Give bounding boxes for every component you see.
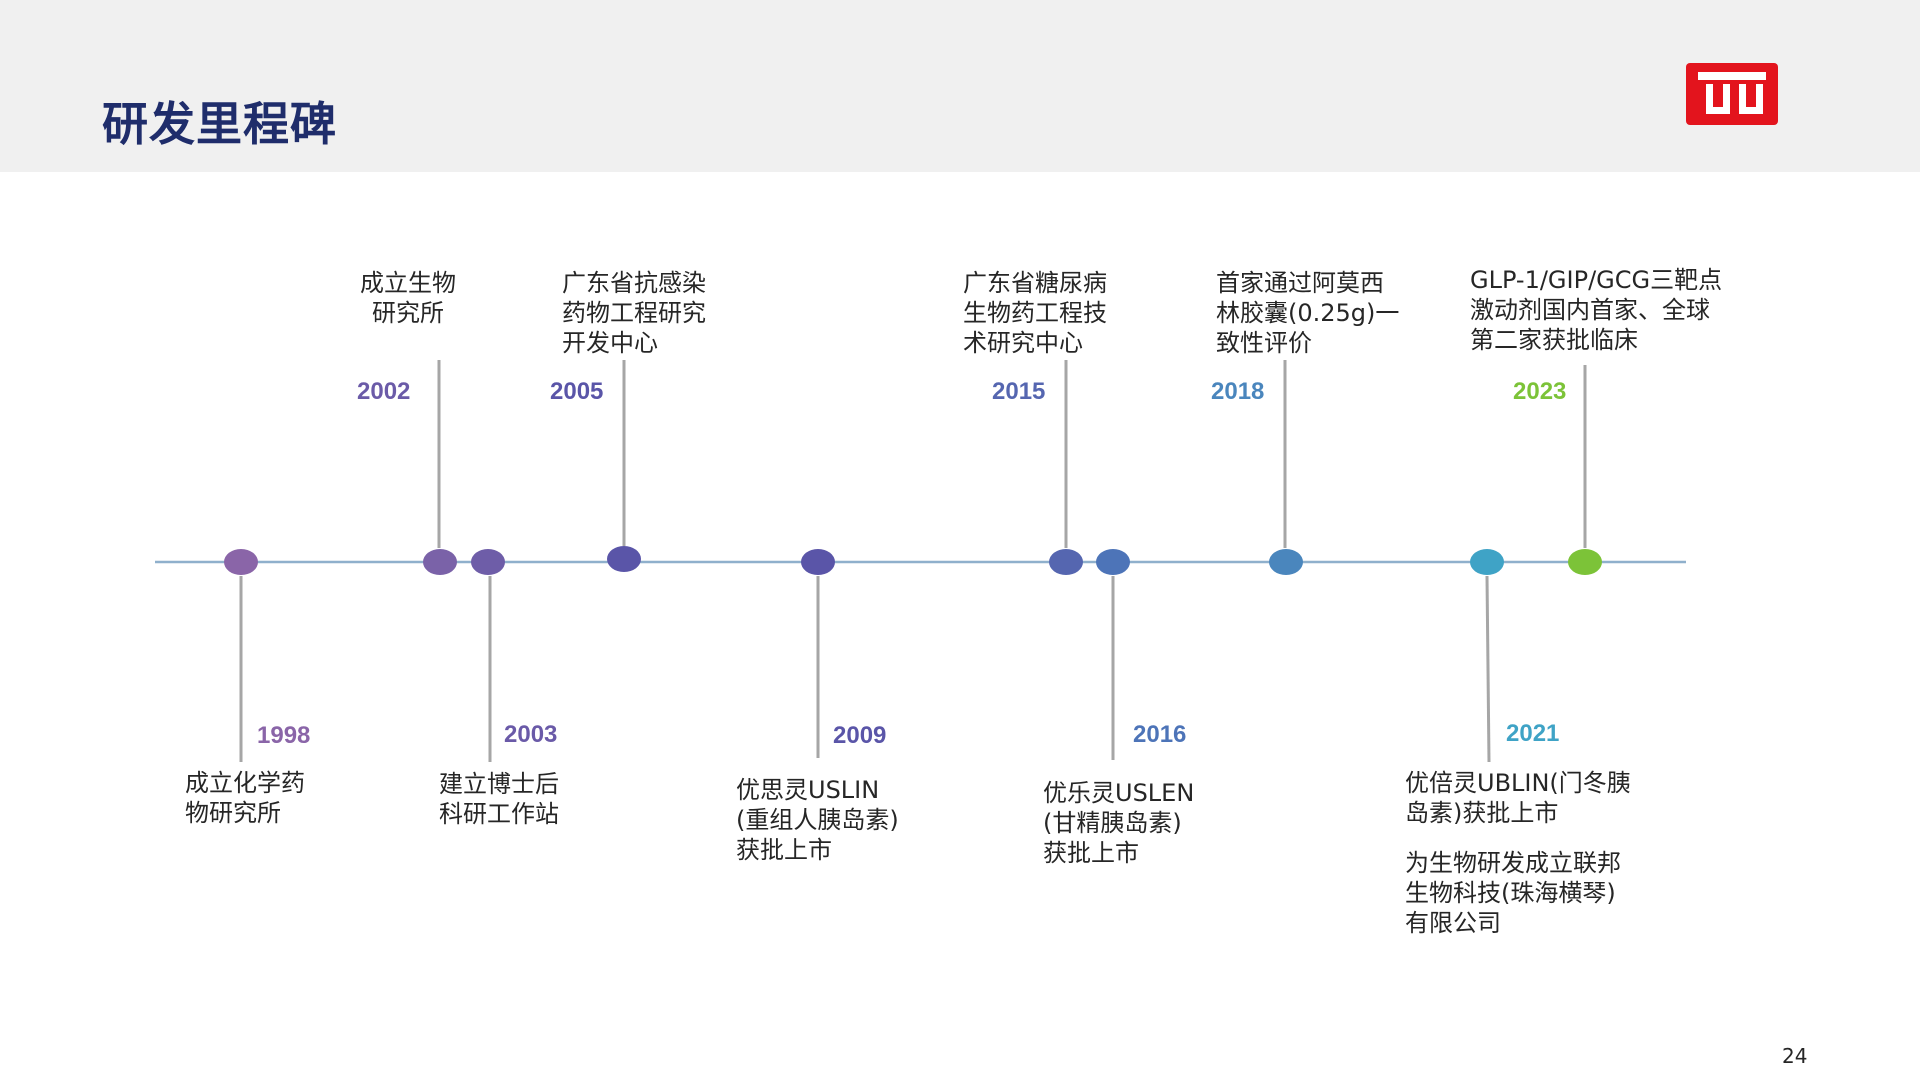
milestone-2009-text: 优思灵USLIN (重组人胰岛素) 获批上市 xyxy=(736,776,899,864)
page-number: 24 xyxy=(1782,1044,1808,1068)
year-2002: 2002 xyxy=(357,378,411,405)
milestone-2002-text: 成立生物 研究所 xyxy=(360,269,456,327)
node-2016 xyxy=(1096,549,1130,575)
milestone-2005-text: 广东省抗感染 药物工程研究 开发中心 xyxy=(562,269,706,357)
year-2016: 2016 xyxy=(1133,721,1187,748)
node-2023 xyxy=(1568,549,1602,575)
milestone-2015-text: 广东省糖尿病 生物药工程技 术研究中心 xyxy=(963,269,1107,357)
milestone-2021-text: 优倍灵UBLIN(门冬胰 岛素)获批上市 xyxy=(1405,769,1631,827)
milestone-2018-text: 首家通过阿莫西 林胶囊(0.25g)一 致性评价 xyxy=(1216,269,1400,357)
node-2009 xyxy=(801,549,835,575)
year-2009: 2009 xyxy=(833,722,887,749)
milestone-2016-text: 优乐灵USLEN (甘精胰岛素) 获批上市 xyxy=(1043,779,1195,867)
node-2005 xyxy=(607,546,641,572)
year-2021: 2021 xyxy=(1506,720,1560,747)
node-2002 xyxy=(423,549,457,575)
page-title: 研发里程碑 xyxy=(102,97,337,151)
year-2018: 2018 xyxy=(1211,378,1265,405)
milestone-1998-text: 成立化学药 物研究所 xyxy=(185,769,305,827)
year-1998: 1998 xyxy=(257,722,311,749)
node-2015 xyxy=(1049,549,1083,575)
company-logo xyxy=(1686,63,1778,125)
year-2005: 2005 xyxy=(550,378,604,405)
stem-2021 xyxy=(1485,575,1491,763)
header-band xyxy=(0,0,1920,172)
year-2015: 2015 xyxy=(992,378,1046,405)
year-2023: 2023 xyxy=(1513,378,1567,405)
node-1998 xyxy=(224,549,258,575)
year-2003: 2003 xyxy=(504,721,558,748)
milestone-2023-text: GLP-1/GIP/GCG三靶点 激动剂国内首家、全球 第二家获批临床 xyxy=(1470,266,1723,354)
node-2021 xyxy=(1470,549,1504,575)
milestone-2021-extra-text: 为生物研发成立联邦 生物科技(珠海横琴) 有限公司 xyxy=(1405,849,1621,937)
node-2018 xyxy=(1269,549,1303,575)
milestone-2003-text: 建立博士后 科研工作站 xyxy=(439,770,559,828)
node-2003 xyxy=(471,549,505,575)
